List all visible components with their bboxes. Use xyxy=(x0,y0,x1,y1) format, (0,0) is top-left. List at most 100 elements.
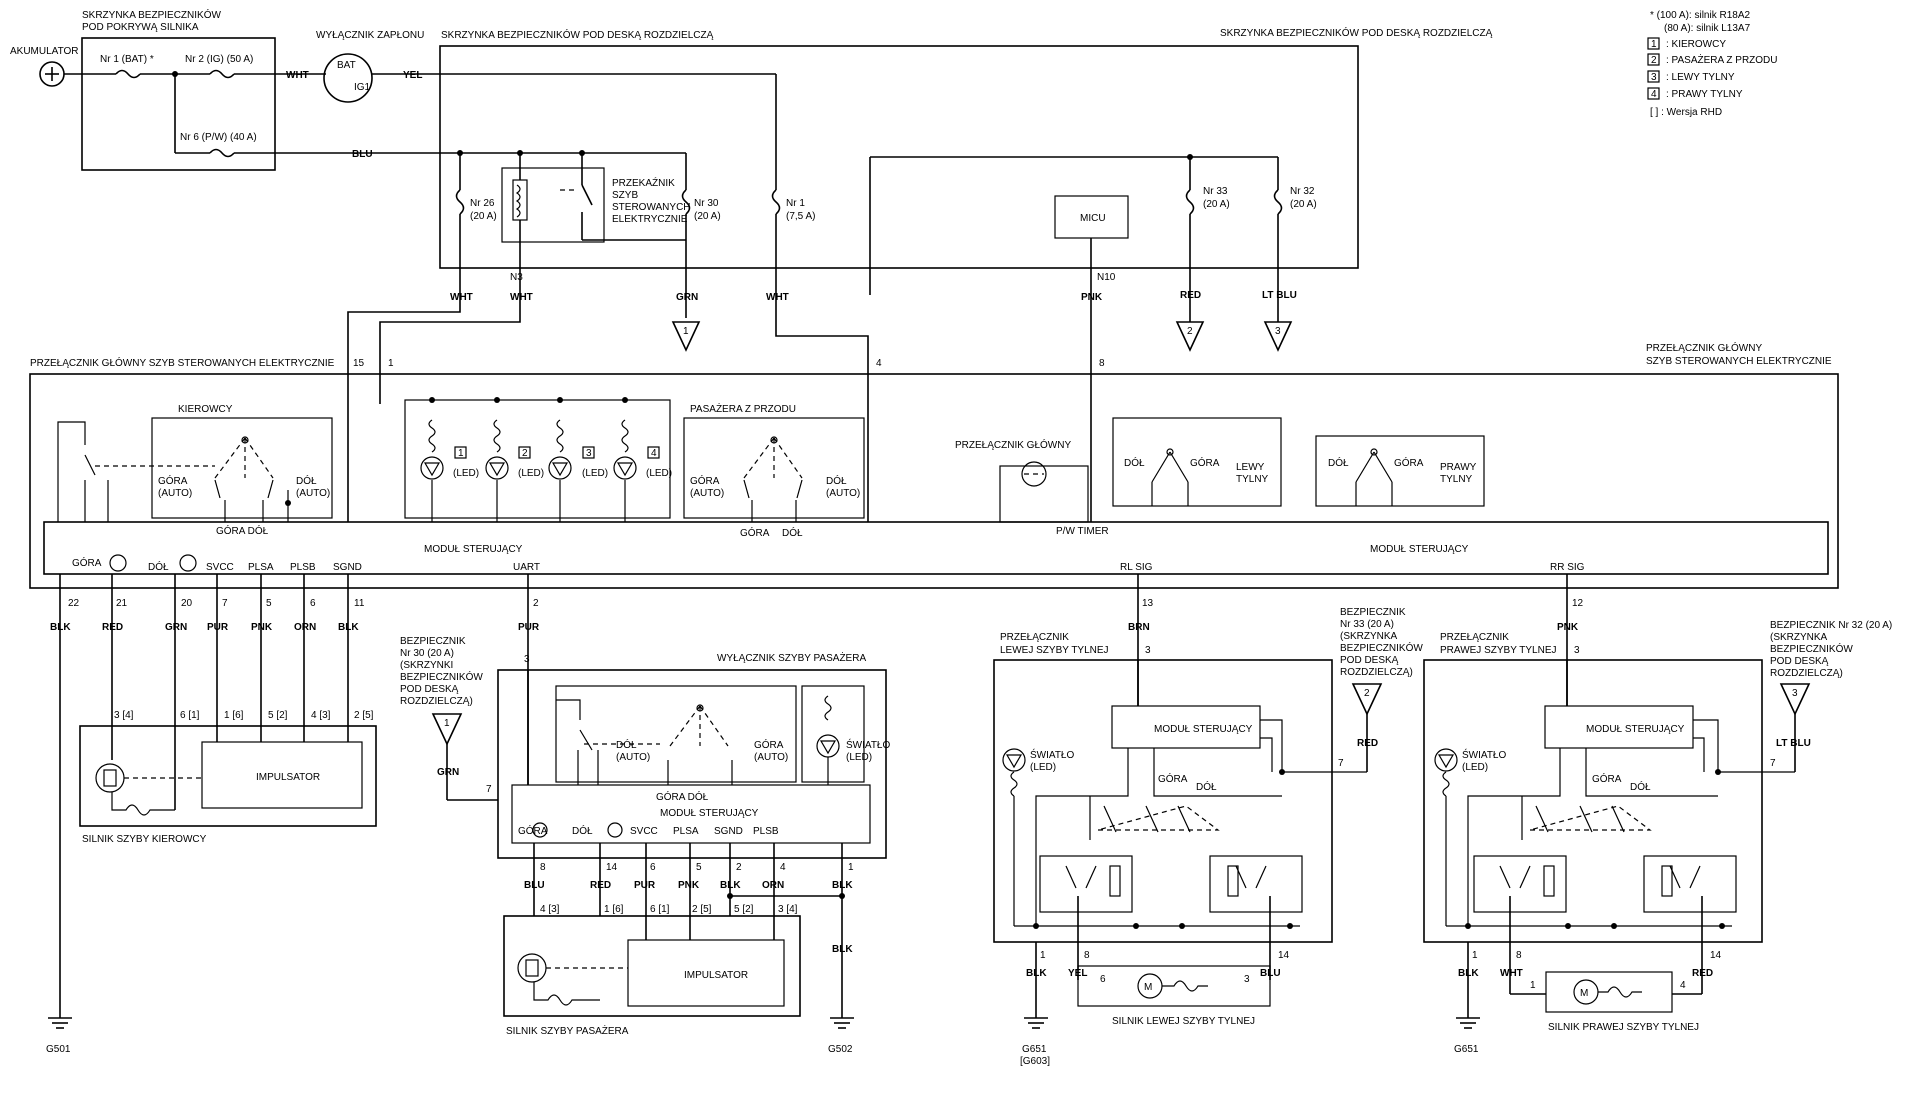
rr-label-2: TYLNY xyxy=(1440,474,1473,485)
module-plsa: PLSA xyxy=(248,562,274,573)
led-3 xyxy=(548,397,572,522)
fuse-nr33-icon xyxy=(1185,189,1195,215)
led-label-4: (LED) xyxy=(646,468,672,479)
rr-modul: MODUŁ STERUJĄCY xyxy=(1586,724,1685,735)
led-num-2: 2 xyxy=(522,448,528,459)
rr-gora: GÓRA xyxy=(1394,456,1424,469)
driver-impulsator-label: IMPULSATOR xyxy=(256,772,320,783)
wire-blk-pass: BLK xyxy=(720,880,741,891)
legend-num-3: 3 xyxy=(1651,72,1657,83)
fuse-nr6-label: Nr 6 (P/W) (40 A) xyxy=(180,132,257,143)
fuse-nr33-amp: (20 A) xyxy=(1203,199,1230,210)
wire-pnk-1: PNK xyxy=(1081,292,1103,303)
rl-out-1: 1 xyxy=(1040,950,1046,961)
rr-out-8: 8 xyxy=(1516,950,1522,961)
led-num-1: 1 xyxy=(458,448,464,459)
rl-fuse-4: BEZPIECZNIKÓW xyxy=(1340,641,1423,654)
led-label-3: (LED) xyxy=(582,468,608,479)
fuse-nr1-label: Nr 1 (BAT) * xyxy=(100,54,154,65)
driver-motor-pin-3: 1 [6] xyxy=(224,710,244,721)
main-out-12: 12 xyxy=(1572,598,1584,609)
module-label-left: MODUŁ STERUJĄCY xyxy=(424,544,523,555)
pass-pin-7: 7 xyxy=(486,784,492,795)
driver-motor-title: SILNIK SZYBY KIEROWCY xyxy=(82,834,207,845)
rr-fuse-1: BEZPIECZNIK Nr 32 (20 A) xyxy=(1770,620,1892,631)
pass-out-2: 2 xyxy=(736,862,742,873)
main-out-20: 20 xyxy=(181,598,193,609)
main-switch-title-r2: SZYB STEROWANYCH ELEKTRYCZNIE xyxy=(1646,356,1832,367)
rl-motor-title: SILNIK LEWEJ SZYBY TYLNEJ xyxy=(1112,1016,1255,1027)
fuse-nr30-amp: (20 A) xyxy=(694,211,721,222)
rr-fuse-3: BEZPIECZNIKÓW xyxy=(1770,642,1853,655)
driver-dol: DÓŁ xyxy=(296,474,317,487)
pass-mod-plsb: PLSB xyxy=(753,826,779,837)
pass-main-dol-2: DÓŁ xyxy=(782,526,803,539)
micu-n10: N10 xyxy=(1097,272,1116,283)
driver-motor-pin-4: 5 [2] xyxy=(268,710,288,721)
module-gora: GÓRA xyxy=(72,556,102,569)
wire-yel: YEL xyxy=(403,70,422,81)
wire-blu-pass: BLU xyxy=(524,880,545,891)
fuse-nr32-icon xyxy=(1273,189,1283,215)
wire-grn-20: GRN xyxy=(165,622,187,633)
rr-motor-title: SILNIK PRAWEJ SZYBY TYLNEJ xyxy=(1548,1022,1699,1033)
fuse-nr26-label: Nr 26 xyxy=(470,198,495,209)
svg-text:1: 1 xyxy=(444,718,450,729)
wire-grn-pass: GRN xyxy=(437,767,459,778)
rr-label-1: PRAWY xyxy=(1440,462,1477,473)
main-out-21: 21 xyxy=(116,598,128,609)
rl-fuse-6: ROZDZIELCZĄ) xyxy=(1340,667,1413,678)
rr-fuse-ref xyxy=(1779,683,1811,716)
fuse-nr33-label: Nr 33 xyxy=(1203,186,1228,197)
ignition-title: WYŁĄCZNIK ZAPŁONU xyxy=(316,30,424,41)
driver-gora-auto: (AUTO) xyxy=(158,488,192,499)
pass-motor-pin-5: 5 [2] xyxy=(734,904,754,915)
legend: * (100 A): silnik R18A2 (80 A): silnik L… xyxy=(1647,10,1778,118)
pass-motor-pin-3: 6 [1] xyxy=(650,904,670,915)
rr-motor-box xyxy=(1545,971,1673,1013)
pass-fuse-5: POD DESKĄ xyxy=(400,684,459,695)
rl-pin-3: 3 xyxy=(1145,645,1151,656)
pass-mod-label: MODUŁ STERUJĄCY xyxy=(660,808,759,819)
wire-wht-ign: WHT xyxy=(286,70,309,81)
pass-dol: DÓŁ xyxy=(616,738,637,751)
pass-main-gora: GÓRA xyxy=(690,474,720,487)
main-out-7: 7 xyxy=(222,598,228,609)
pass-motor-pin-1: 4 [3] xyxy=(540,904,560,915)
svg-text:2: 2 xyxy=(1364,688,1370,699)
pass-motor-box xyxy=(503,915,801,1017)
rl-gora: GÓRA xyxy=(1190,456,1220,469)
ignition-bat: BAT xyxy=(337,60,356,71)
legend-rhd: [ ] : Wersja RHD xyxy=(1650,107,1722,118)
led-1 xyxy=(420,397,444,522)
connector-ref-2 xyxy=(1175,321,1205,352)
rr-switch-title-1: PRZEŁĄCZNIK xyxy=(1440,632,1509,643)
pass-motor-pin-4: 2 [5] xyxy=(692,904,712,915)
legend-label-4: : PRAWY TYLNY xyxy=(1666,89,1743,100)
led-label-1: (LED) xyxy=(453,468,479,479)
fuse-nr1b-amp: (7,5 A) xyxy=(786,211,815,222)
svg-text:2: 2 xyxy=(1187,326,1193,337)
rl-fuse-3: (SKRZYNKA xyxy=(1340,631,1398,642)
rr-out-1: 1 xyxy=(1472,950,1478,961)
fuse-nr30-icon xyxy=(681,189,691,215)
wire-pnk-pass: PNK xyxy=(678,880,700,891)
rl-swiatlo-led: (LED) xyxy=(1030,762,1056,773)
wire-pnk-12: PNK xyxy=(1557,622,1579,633)
pass-motor-pin-6: 3 [4] xyxy=(778,904,798,915)
rr-swiatlo-led: (LED) xyxy=(1462,762,1488,773)
pass-gora-auto: (AUTO) xyxy=(754,752,788,763)
driver-gora: GÓRA xyxy=(158,474,188,487)
pass-fuse-2: Nr 30 (20 A) xyxy=(400,648,454,659)
ground-g651-right: G651 xyxy=(1454,1044,1479,1055)
pass-motor-title: SILNIK SZYBY PASAŻERA xyxy=(506,1024,629,1037)
rl-out-8: 8 xyxy=(1084,950,1090,961)
rl-switch-box xyxy=(993,659,1333,943)
led-section xyxy=(404,399,671,519)
main-kierowcy: KIEROWCY xyxy=(178,404,233,415)
pass-fuse-3: (SKRZYNKI xyxy=(400,660,453,671)
pass-out-8: 8 xyxy=(540,862,546,873)
legend-label-1: : KIEROWCY xyxy=(1666,39,1726,50)
rr-pin-7: 7 xyxy=(1770,758,1776,769)
wire-grn-1: GRN xyxy=(676,292,698,303)
